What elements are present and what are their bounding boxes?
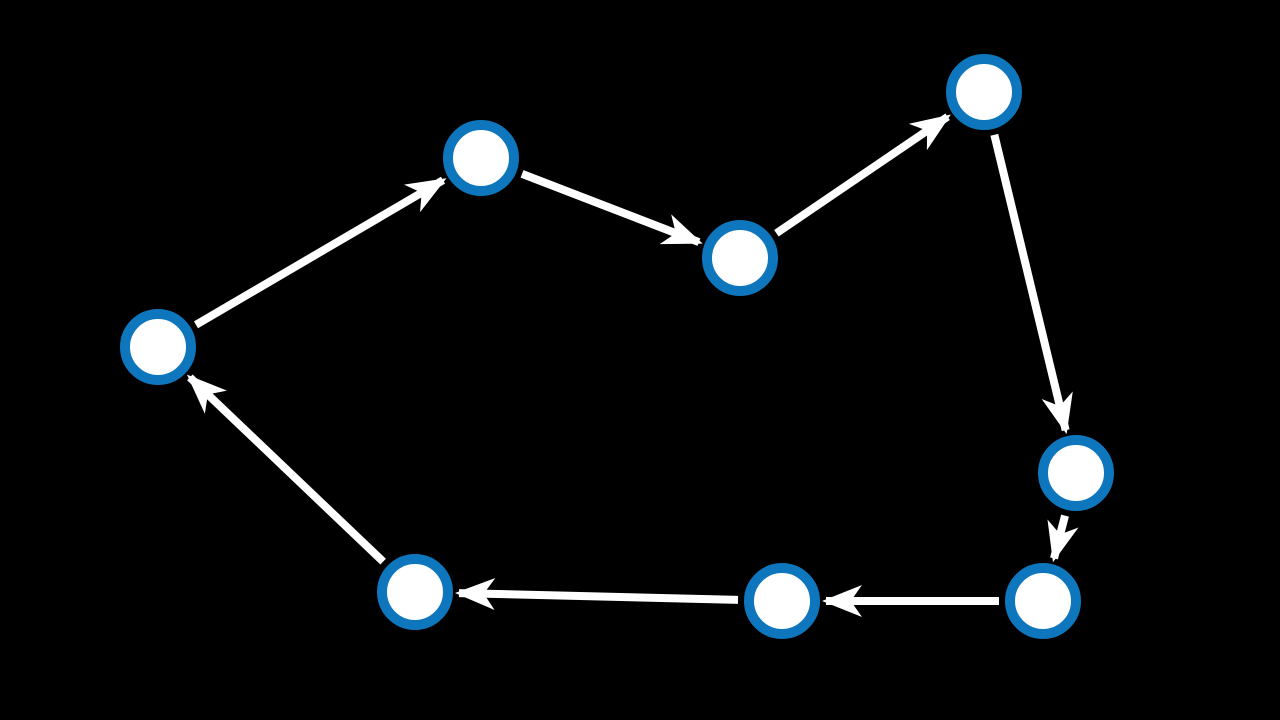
graph-node-middle xyxy=(702,220,778,296)
graph-node-upper-left xyxy=(443,120,519,196)
graph-node-right xyxy=(1038,435,1114,511)
graph-node-left xyxy=(120,309,196,385)
graph-node-bottom-right xyxy=(1005,563,1081,639)
graph-edge-arrow-node-top-right-to-node-right xyxy=(990,133,1073,435)
graph-edge-arrow-node-left-to-node-upper-left xyxy=(193,176,447,329)
edges-layer xyxy=(186,113,1079,617)
graph-node-bottom-left xyxy=(377,554,453,630)
graph-edge-arrow-node-right-to-node-bottom-right xyxy=(1047,514,1079,563)
graph-node-bottom-middle xyxy=(744,563,820,639)
graph-node-top-right xyxy=(946,54,1022,130)
graph-edge-arrow-node-bottom-middle-to-node-bottom-left xyxy=(454,577,739,610)
nodes-layer xyxy=(120,54,1114,639)
graph-edge-arrow-node-middle-to-node-top-right xyxy=(774,113,951,237)
graph-edge-arrow-node-upper-left-to-node-middle xyxy=(520,170,703,246)
graph-edge-arrow-node-bottom-left-to-node-left xyxy=(186,374,386,565)
